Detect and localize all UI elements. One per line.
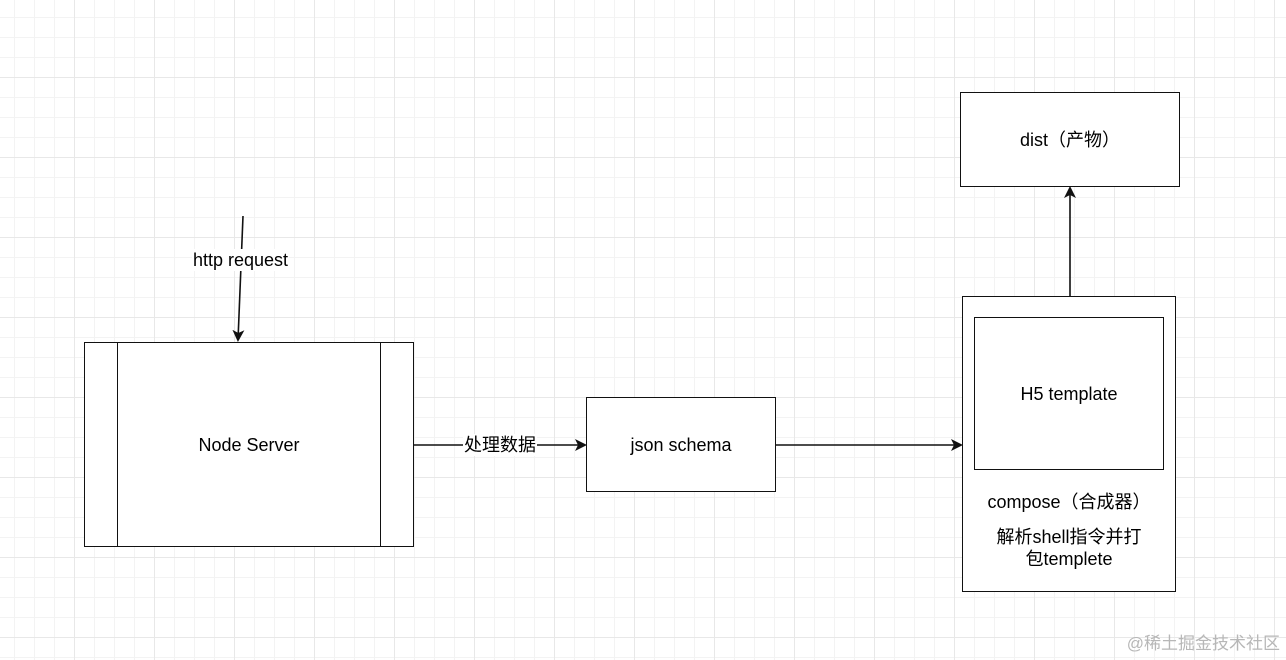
h5-template-box: H5 template	[974, 317, 1164, 470]
http-request-label: http request	[192, 249, 290, 271]
edge-http-request	[232, 215, 245, 342]
node-server-left-bar	[117, 343, 118, 546]
h5-template-label: H5 template	[1020, 383, 1118, 404]
watermark: @稀土掘金技术社区	[1126, 634, 1280, 653]
dist-box: dist（产物）	[960, 92, 1180, 187]
node-server-right-bar	[380, 343, 381, 546]
compose-description-line2: 包templete	[1025, 549, 1113, 569]
process-data-label: 处理数据	[463, 434, 537, 456]
node-server-box: Node Server	[84, 342, 414, 547]
json-schema-box: json schema	[586, 397, 776, 492]
json-schema-label: json schema	[630, 434, 732, 455]
compose-description-line1: 解析shell指令并打	[996, 527, 1142, 547]
node-server-label: Node Server	[198, 434, 300, 455]
dist-label: dist（产物）	[1019, 129, 1120, 150]
compose-title: compose（合成器）	[987, 492, 1151, 512]
